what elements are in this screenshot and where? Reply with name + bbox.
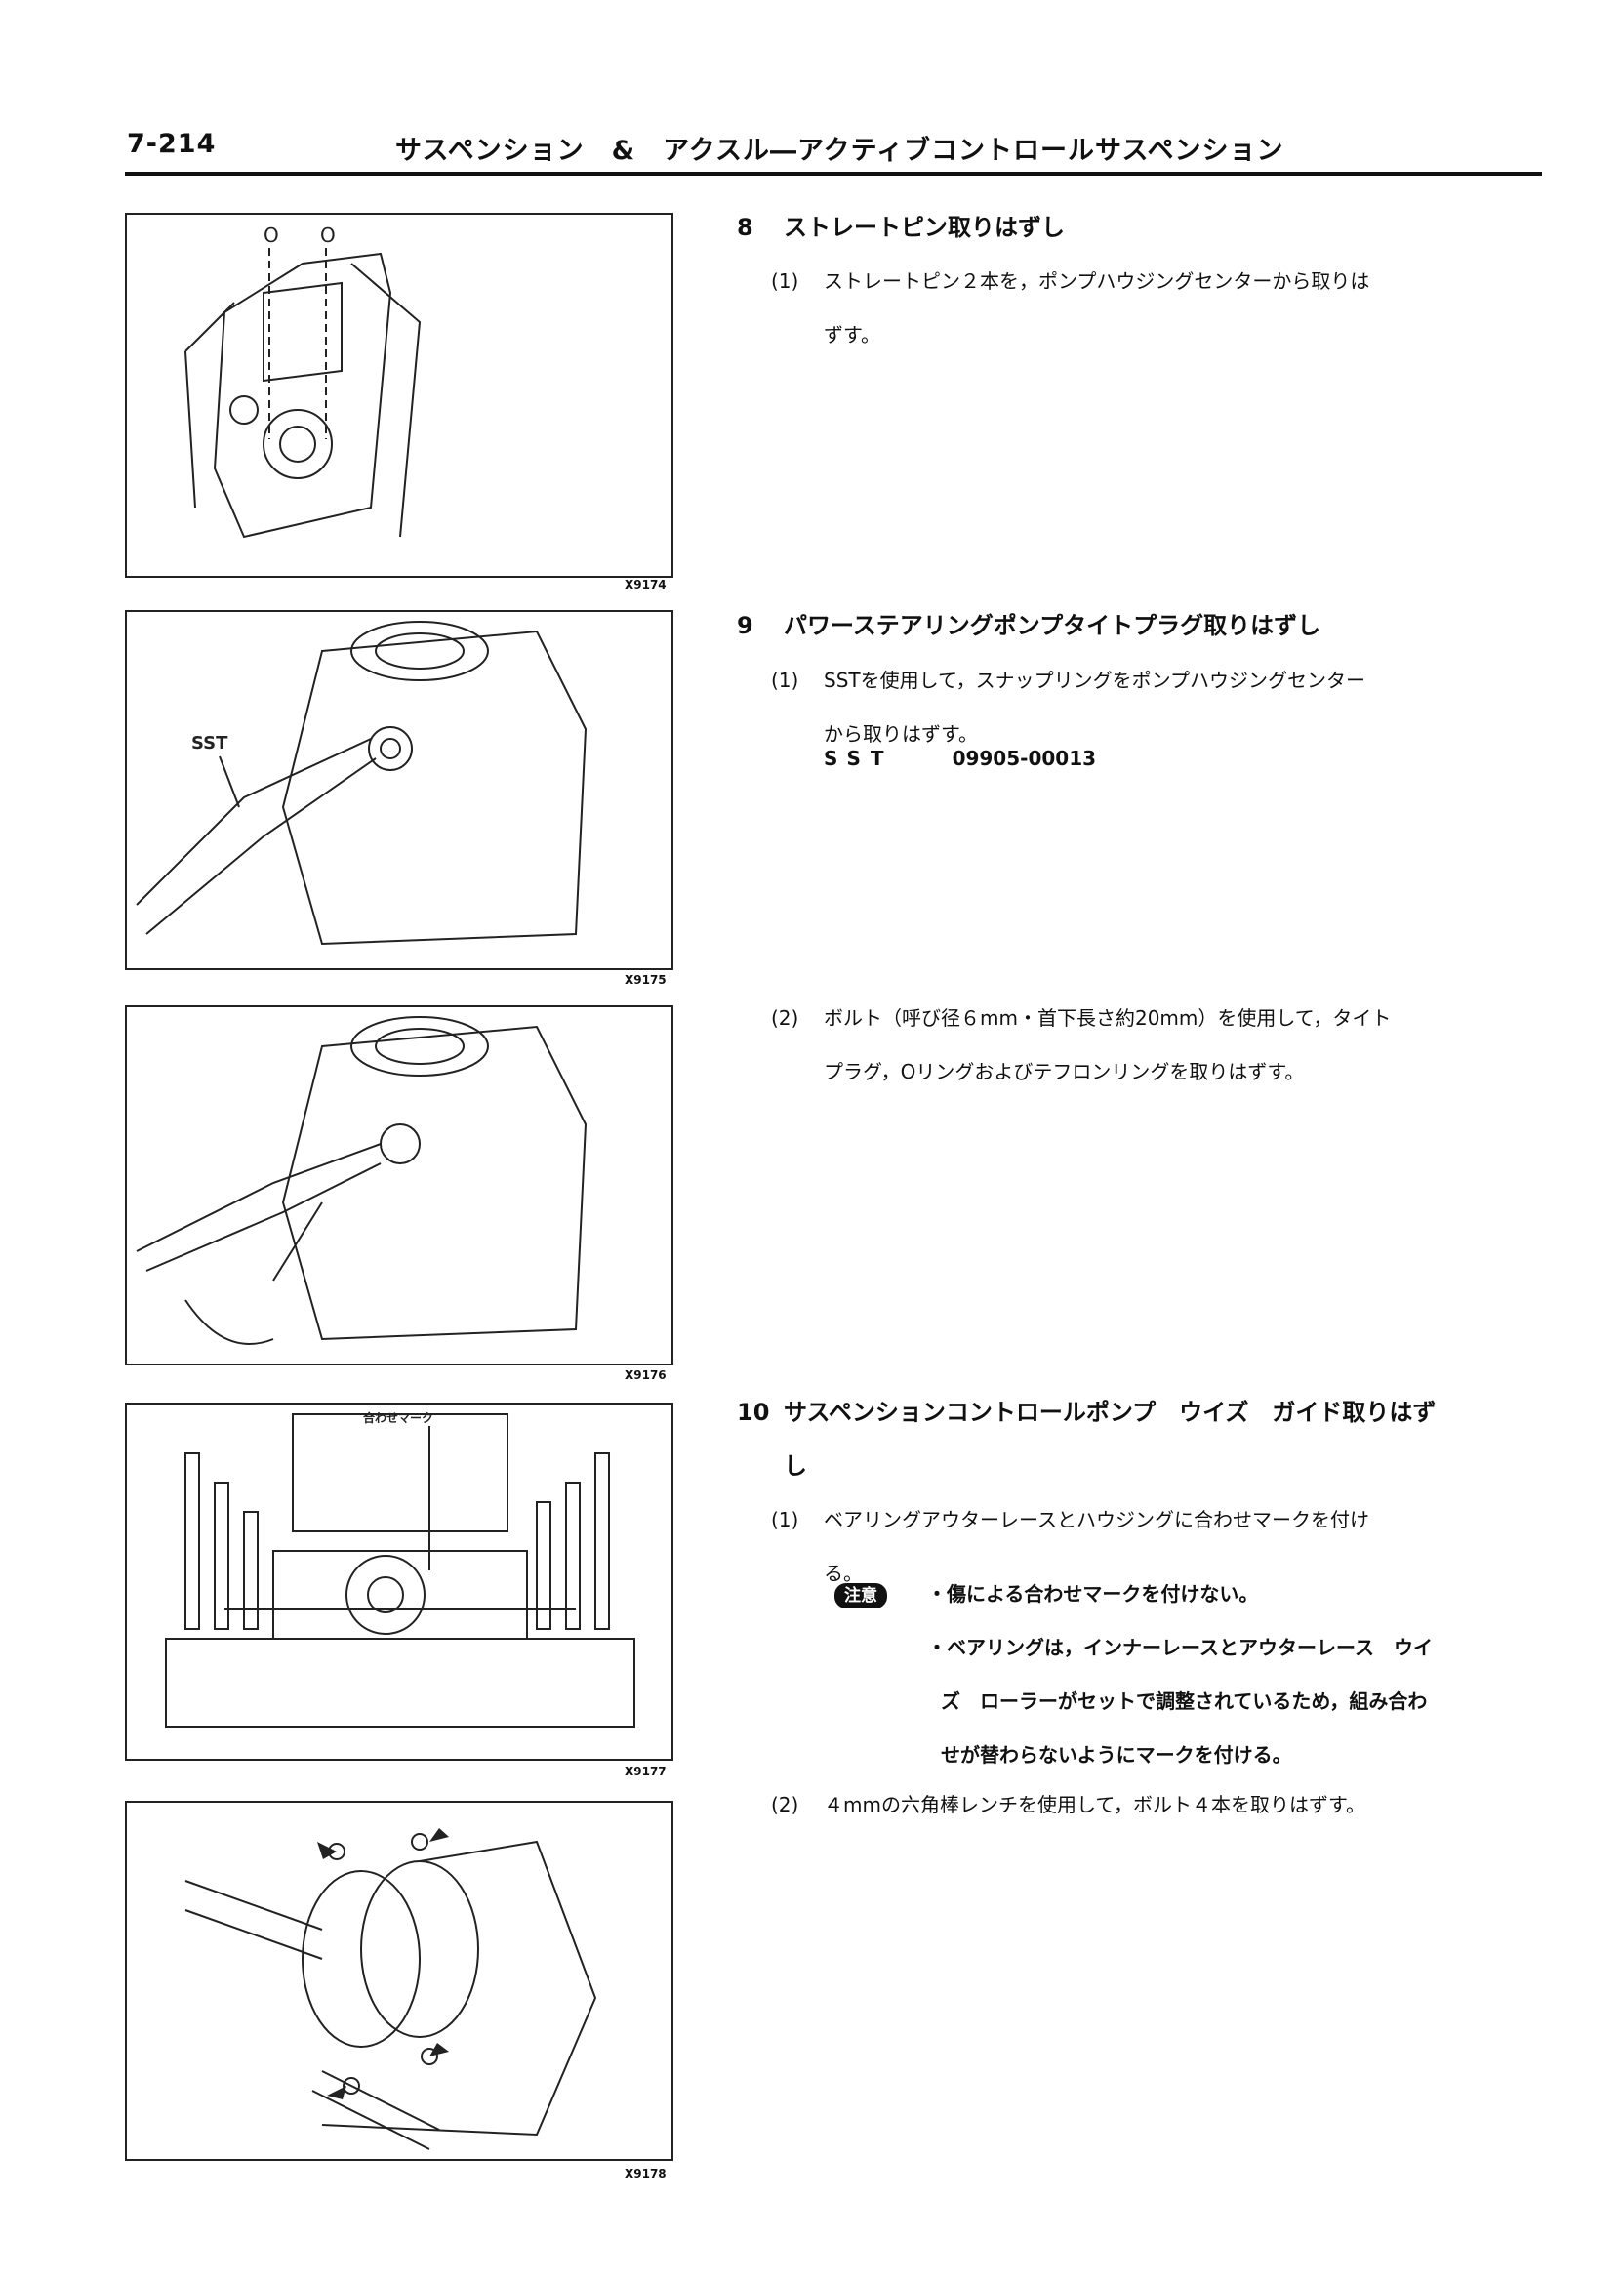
figure-label-o1: O (264, 224, 279, 247)
page-title: サスペンション & アクスル―アクティブコントロールサスペンション (395, 136, 1284, 166)
step-10-item-2: (2)４mmの六角棒レンチを使用して，ボルト４本を取りはずす。 (771, 1793, 1365, 1816)
figure-code: X9177 (625, 1765, 667, 1778)
caution-badge: 注意 (834, 1583, 887, 1608)
figure-straight-pin: O O (125, 213, 673, 578)
caution-note: ・ベアリングは，インナーレースとアウターレース ウイ ズ ローラーがセットで調整… (927, 1636, 1433, 1767)
step-8-item-1: (1)ストレートピン２本を，ポンプハウジングセンターから取りは ずす。 (771, 269, 1370, 346)
figure-code: X9176 (625, 1368, 667, 1382)
figure-label-match-mark: 合わせマーク (363, 1410, 433, 1425)
figure-bolt-removal (125, 1801, 673, 2161)
caution-block: 注意 ・傷による合わせマークを付けない。 ・ベアリングは，インナーレースとアウタ… (834, 1568, 1547, 1767)
step-9-item-2: (2)ボルト（呼び径６mm・首下長さ約20mm）を使用して，タイト プラグ，Oリ… (771, 1006, 1392, 1083)
figure-label-sst: SST (191, 733, 228, 753)
figure-code: X9178 (625, 2167, 667, 2180)
figure-label-o2: O (320, 224, 336, 247)
figure-snap-ring: SST (125, 610, 673, 970)
figure-code: X9174 (625, 578, 667, 591)
figure-code: X9175 (625, 973, 667, 987)
figure-match-mark: 合わせマーク (125, 1403, 673, 1761)
step-10-item-1: (1)ベアリングアウターレースとハウジングに合わせマークを付け る。 (771, 1508, 1369, 1585)
header-rule (125, 172, 1542, 176)
page-number: 7-214 (127, 129, 217, 159)
step-9-item-1: (1)SSTを使用して，スナップリングをポンプハウジングセンター から取りはずす… (771, 669, 1366, 746)
caution-note: ・傷による合わせマークを付けない。 (927, 1582, 1259, 1606)
figure-tight-plug (125, 1005, 673, 1365)
